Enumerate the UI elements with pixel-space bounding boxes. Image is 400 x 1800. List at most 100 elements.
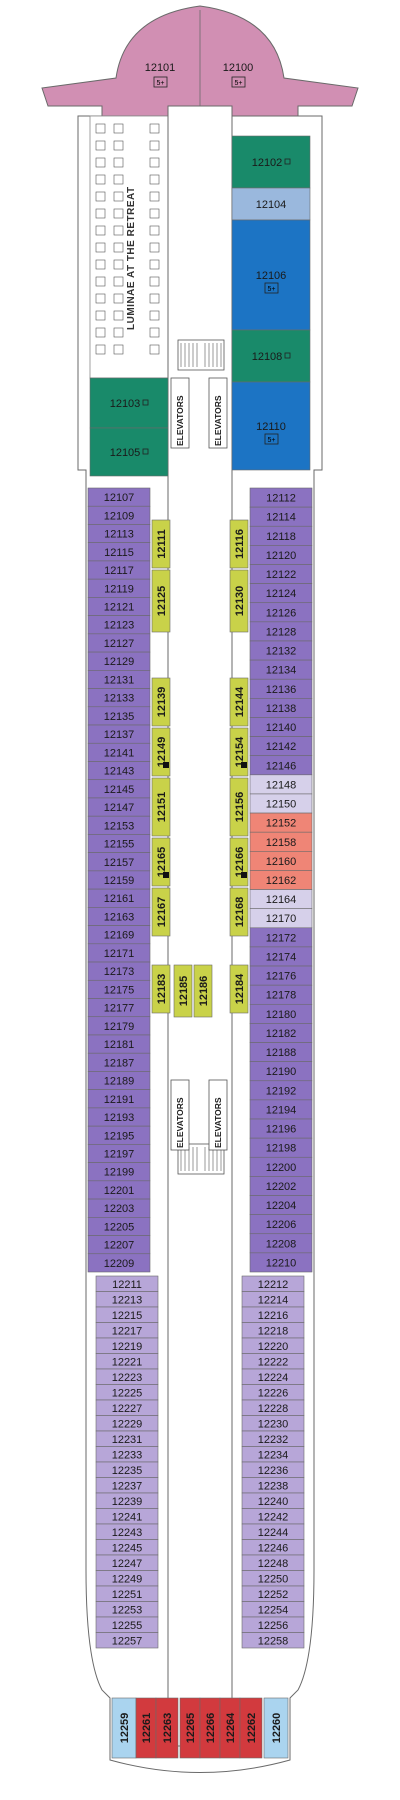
cabin-12112[interactable]: 12112 — [249, 487, 313, 508]
cabin-12237[interactable]: 12237 — [95, 1477, 159, 1494]
cabin-12220[interactable]: 12220 — [241, 1337, 305, 1354]
cabin-12244[interactable]: 12244 — [241, 1523, 305, 1540]
cabin-12178[interactable]: 12178 — [249, 984, 313, 1005]
cabin-12199[interactable]: 12199 — [87, 1162, 151, 1182]
cabin-12172[interactable]: 12172 — [249, 927, 313, 948]
cabin-12132[interactable]: 12132 — [249, 640, 313, 661]
cabin-12227[interactable]: 12227 — [95, 1399, 159, 1416]
cabin-12226[interactable]: 12226 — [241, 1384, 305, 1401]
cabin-12217[interactable]: 12217 — [95, 1322, 159, 1339]
cabin-12142[interactable]: 12142 — [249, 736, 313, 757]
cabin-12218[interactable]: 12218 — [241, 1322, 305, 1339]
cabin-12129[interactable]: 12129 — [87, 651, 151, 671]
cabin-12113[interactable]: 12113 — [87, 524, 151, 543]
cabin-12114[interactable]: 12114 — [249, 506, 313, 527]
cabin-12246[interactable]: 12246 — [241, 1539, 305, 1556]
cabin-12229[interactable]: 12229 — [95, 1415, 159, 1432]
cabin-12128[interactable]: 12128 — [249, 621, 313, 642]
cabin-12122[interactable]: 12122 — [249, 564, 313, 584]
cabin-12197[interactable]: 12197 — [87, 1144, 151, 1163]
cabin-12243[interactable]: 12243 — [95, 1523, 159, 1540]
cabin-12102[interactable]: 12102 — [231, 135, 311, 189]
cabin-12198[interactable]: 12198 — [249, 1137, 313, 1158]
cabin-12141[interactable]: 12141 — [87, 742, 151, 762]
cabin-12169[interactable]: 12169 — [87, 925, 151, 945]
cabin-12108[interactable]: 12108 — [231, 329, 311, 383]
cabin-12137[interactable]: 12137 — [87, 724, 151, 744]
cabin-12192[interactable]: 12192 — [249, 1080, 313, 1101]
cabin-12119[interactable]: 12119 — [87, 578, 151, 598]
cabin-12236[interactable]: 12236 — [241, 1461, 305, 1478]
cabin-12157[interactable]: 12157 — [87, 852, 151, 872]
cabin-12213[interactable]: 12213 — [95, 1291, 159, 1308]
cabin-12261[interactable]: 12261 — [135, 1697, 157, 1759]
cabin-12249[interactable]: 12249 — [95, 1570, 159, 1587]
cabin-12254[interactable]: 12254 — [241, 1601, 305, 1618]
cabin-12235[interactable]: 12235 — [95, 1461, 159, 1478]
cabin-12190[interactable]: 12190 — [249, 1061, 313, 1082]
cabin-12174[interactable]: 12174 — [249, 946, 313, 967]
cabin-12222[interactable]: 12222 — [241, 1353, 305, 1370]
cabin-12200[interactable]: 12200 — [249, 1156, 313, 1177]
cabin-12139[interactable]: 12139 — [151, 677, 171, 727]
cabin-12156[interactable]: 12156 — [229, 777, 249, 837]
cabin-12247[interactable]: 12247 — [95, 1554, 159, 1571]
cabin-12158[interactable]: 12158 — [249, 831, 313, 852]
cabin-12161[interactable]: 12161 — [87, 888, 151, 908]
cabin-12214[interactable]: 12214 — [241, 1291, 305, 1308]
cabin-12215[interactable]: 12215 — [95, 1306, 159, 1323]
cabin-12205[interactable]: 12205 — [87, 1217, 151, 1236]
cabin-12240[interactable]: 12240 — [241, 1492, 305, 1509]
cabin-12154[interactable]: 12154 — [229, 727, 249, 777]
cabin-12183[interactable]: 12183 — [151, 964, 171, 1014]
cabin-12185[interactable]: 12185 — [173, 964, 193, 1018]
cabin-12201[interactable]: 12201 — [87, 1180, 151, 1200]
cabin-12182[interactable]: 12182 — [249, 1023, 313, 1043]
cabin-12110[interactable]: 12110 — [231, 381, 311, 471]
cabin-12251[interactable]: 12251 — [95, 1585, 159, 1602]
cabin-12153[interactable]: 12153 — [87, 815, 151, 835]
cabin-12221[interactable]: 12221 — [95, 1353, 159, 1370]
cabin-12256[interactable]: 12256 — [241, 1616, 305, 1633]
cabin-12166[interactable]: 12166 — [229, 837, 249, 887]
cabin-12212[interactable]: 12212 — [241, 1275, 305, 1292]
cabin-12138[interactable]: 12138 — [249, 698, 313, 718]
cabin-12196[interactable]: 12196 — [249, 1118, 313, 1139]
cabin-12171[interactable]: 12171 — [87, 943, 151, 963]
cabin-12203[interactable]: 12203 — [87, 1198, 151, 1218]
cabin-12179[interactable]: 12179 — [87, 1016, 151, 1036]
cabin-12148[interactable]: 12148 — [249, 774, 313, 795]
cabin-12219[interactable]: 12219 — [95, 1337, 159, 1354]
cabin-12164[interactable]: 12164 — [249, 889, 313, 909]
cabin-12252[interactable]: 12252 — [241, 1585, 305, 1602]
cabin-12241[interactable]: 12241 — [95, 1508, 159, 1525]
cabin-12258[interactable]: 12258 — [241, 1632, 305, 1649]
cabin-12116[interactable]: 12116 — [229, 519, 249, 569]
cabin-12228[interactable]: 12228 — [241, 1399, 305, 1416]
cabin-12194[interactable]: 12194 — [249, 1099, 313, 1120]
cabin-12234[interactable]: 12234 — [241, 1446, 305, 1463]
cabin-12257[interactable]: 12257 — [95, 1632, 159, 1649]
cabin-12115[interactable]: 12115 — [87, 542, 151, 562]
cabin-12152[interactable]: 12152 — [249, 812, 313, 833]
cabin-12104[interactable]: 12104 — [231, 187, 311, 221]
cabin-12175[interactable]: 12175 — [87, 979, 151, 999]
cabin-12133[interactable]: 12133 — [87, 688, 151, 708]
cabin-12162[interactable]: 12162 — [249, 870, 313, 890]
cabin-12173[interactable]: 12173 — [87, 961, 151, 981]
cabin-12245[interactable]: 12245 — [95, 1539, 159, 1556]
cabin-12260[interactable]: 12260 — [263, 1697, 289, 1759]
cabin-12127[interactable]: 12127 — [87, 633, 151, 653]
cabin-12211[interactable]: 12211 — [95, 1275, 159, 1292]
cabin-12103[interactable]: 12103 — [89, 377, 169, 429]
cabin-12125[interactable]: 12125 — [151, 569, 171, 633]
cabin-12126[interactable]: 12126 — [249, 602, 313, 623]
cabin-12238[interactable]: 12238 — [241, 1477, 305, 1494]
cabin-12176[interactable]: 12176 — [249, 965, 313, 986]
cabin-12151[interactable]: 12151 — [151, 777, 171, 837]
cabin-12189[interactable]: 12189 — [87, 1071, 151, 1090]
cabin-12120[interactable]: 12120 — [249, 545, 313, 565]
cabin-12170[interactable]: 12170 — [249, 908, 313, 929]
cabin-12177[interactable]: 12177 — [87, 998, 151, 1018]
cabin-12145[interactable]: 12145 — [87, 779, 151, 799]
